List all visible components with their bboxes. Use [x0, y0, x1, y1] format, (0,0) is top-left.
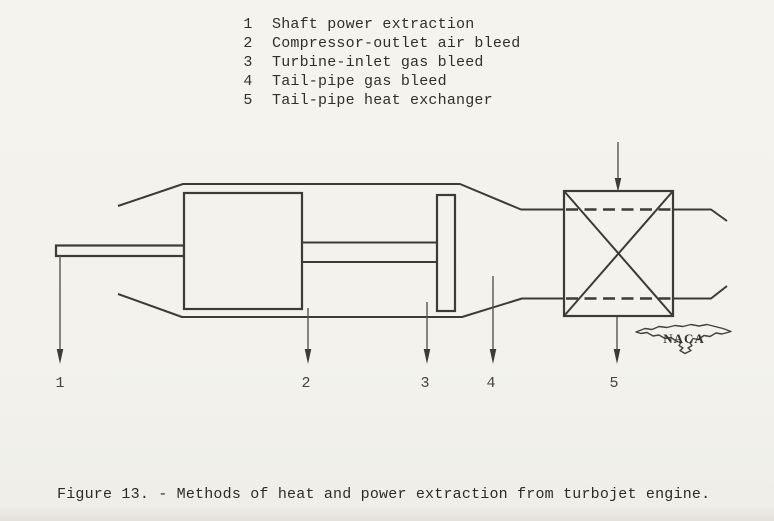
callout-arrow-2 — [304, 308, 312, 364]
naca-wing-icon — [635, 323, 732, 355]
legend-item-number: 3 — [243, 54, 253, 71]
legend-item: 2 Compressor-outlet air bleed — [243, 34, 520, 53]
callout-number-4: 4 — [486, 375, 495, 392]
callout-arrow-1 — [56, 256, 64, 364]
legend-item: 5 Tail-pipe heat exchanger — [243, 91, 520, 110]
nozzle-exit-top-line — [673, 208, 728, 222]
legend-item: 3 Turbine-inlet gas bleed — [243, 53, 520, 72]
legend-item-label: Tail-pipe gas bleed — [272, 73, 447, 90]
callout-arrow-5 — [613, 317, 621, 364]
engine-casing-top-line — [117, 183, 564, 211]
legend-item: 4 Tail-pipe gas bleed — [243, 72, 520, 91]
naca-logo-text: NACA — [663, 331, 705, 346]
turbine-box — [435, 193, 457, 313]
nozzle-exit-bottom-line — [673, 285, 728, 300]
legend-item: 1 Shaft power extraction — [243, 15, 520, 34]
callout-number-1: 1 — [55, 375, 64, 392]
legend-item-number: 2 — [243, 35, 253, 52]
callout-number-5: 5 — [609, 375, 618, 392]
callout-arrow-4 — [489, 276, 497, 364]
callout-number-3: 3 — [420, 375, 429, 392]
heat-exchanger-inlet-arrow — [614, 142, 622, 192]
callout-arrow-3 — [423, 302, 431, 364]
legend-item-number: 4 — [243, 73, 253, 90]
front-power-shaft — [54, 244, 186, 258]
legend-item-label: Shaft power extraction — [272, 16, 475, 33]
compressor-box — [182, 191, 304, 311]
engine-casing-bottom-line — [117, 293, 564, 318]
legend-item-number: 1 — [243, 16, 253, 33]
legend-item-label: Turbine-inlet gas bleed — [272, 54, 484, 71]
legend-item-number: 5 — [243, 92, 253, 109]
legend-item-label: Compressor-outlet air bleed — [272, 35, 521, 52]
legend-item-label: Tail-pipe heat exchanger — [272, 92, 493, 109]
figure-caption: Figure 13. - Methods of heat and power e… — [57, 486, 711, 503]
naca-logo: NACA — [635, 323, 732, 355]
callout-number-2: 2 — [301, 375, 310, 392]
figure-legend: 1 Shaft power extraction 2 Compressor-outl… — [243, 15, 520, 110]
heat-exchanger-diagonal — [563, 190, 674, 317]
